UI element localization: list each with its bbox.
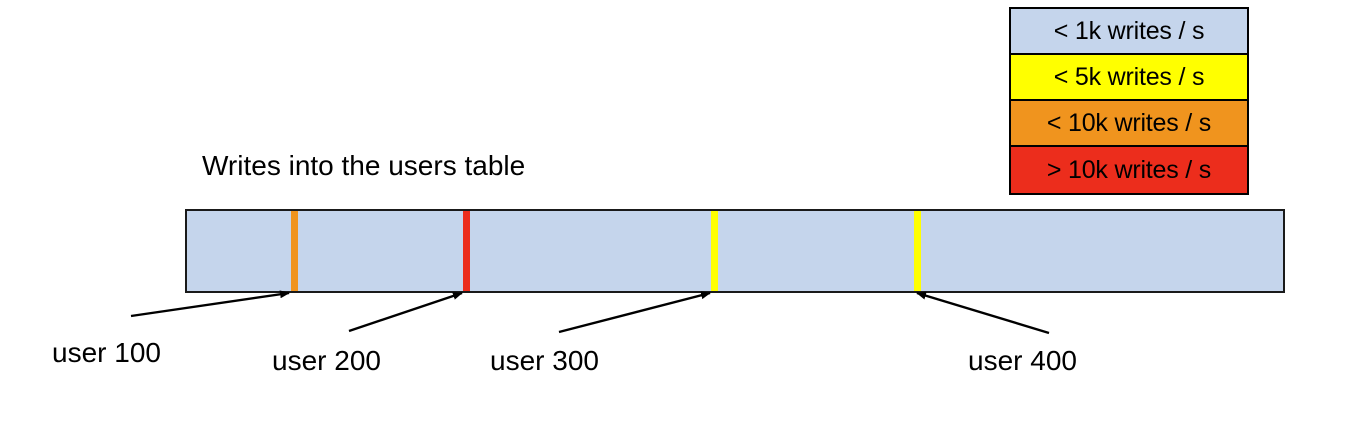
arrow-user-400 (916, 291, 1050, 335)
legend: < 1k writes / s < 5k writes / s < 10k wr… (1009, 7, 1249, 195)
legend-row-lt-1k: < 1k writes / s (1011, 9, 1247, 55)
legend-row-lt-5k: < 5k writes / s (1011, 55, 1247, 101)
label-user-400: user 400 (968, 345, 1077, 376)
legend-row-lt-10k: < 10k writes / s (1011, 101, 1247, 147)
label-user-200: user 200 (272, 345, 381, 376)
legend-label: < 10k writes / s (1046, 108, 1212, 137)
label-user-100: user 100 (52, 337, 161, 368)
yellow-stripe-2 (914, 211, 921, 291)
diagram-caption: Writes into the users table (202, 150, 526, 181)
users-table-bar (185, 209, 1285, 293)
legend-row-gt-10k: > 10k writes / s (1011, 147, 1247, 193)
orange-stripe (291, 211, 298, 291)
legend-label: < 5k writes / s (1053, 62, 1205, 91)
legend-label: < 1k writes / s (1053, 16, 1205, 45)
arrow-user-100 (130, 290, 290, 318)
legend-label: > 10k writes / s (1046, 155, 1212, 184)
yellow-stripe-1 (711, 211, 718, 291)
label-user-300: user 300 (490, 345, 599, 376)
arrow-user-300 (558, 291, 711, 334)
arrow-user-200 (348, 291, 463, 333)
red-stripe (463, 211, 470, 291)
